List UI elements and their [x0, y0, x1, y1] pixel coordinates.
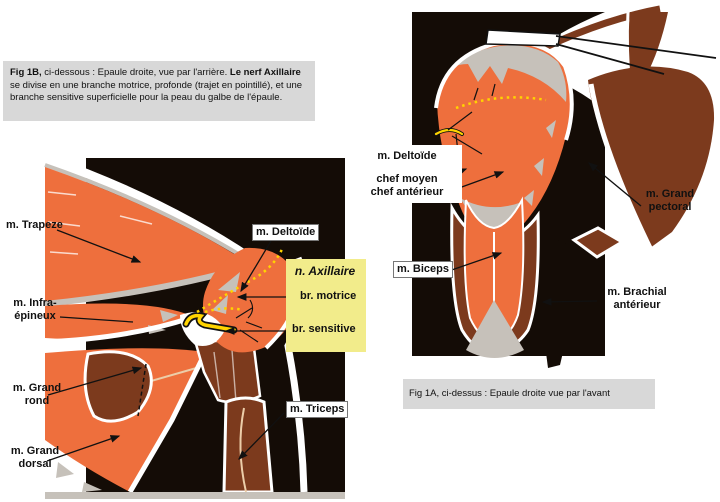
note-branch-motor: br. motrice	[300, 290, 357, 302]
label-deltoid-posterior: m. Deltoïde	[252, 224, 320, 241]
caption-1b-bold-lead: Fig 1B,	[10, 67, 42, 78]
label-trapezius: m. Trapeze	[6, 219, 63, 231]
label-brachialis: m. Brachial antérieur	[607, 286, 667, 311]
caption-1b-text-2: se divise en une branche motrice, profon…	[10, 79, 303, 104]
pectoralis-shape	[588, 66, 715, 248]
figure-1b-art	[43, 153, 345, 499]
label-infraspinatus: m. Infra- épineux	[13, 297, 57, 322]
label-deltoid-anterior: m. Deltoïde	[377, 150, 437, 162]
note-title-axillary-nerve: n. Axillaire	[294, 264, 356, 278]
label-triceps: m. Triceps	[286, 401, 349, 418]
fig1b-annotation-arrows	[46, 229, 286, 462]
deltoid-shape-a	[437, 42, 571, 243]
axillary-nerve-dotted-path-a	[455, 96, 547, 110]
trapezius-shape	[45, 167, 250, 302]
axillary-nerve-dotted-path	[196, 246, 285, 314]
axillary-nerve-trunk	[184, 313, 236, 332]
label-latissimus-dorsi: m. Grand dorsal	[10, 445, 60, 470]
label-group-deltoid-anterior: m. Deltoïde chef moyen chef antérieur	[352, 145, 462, 203]
label-biceps: m. Biceps	[393, 261, 453, 278]
figure-1a-caption: Fig 1A, ci-dessus : Epaule droite vue pa…	[403, 379, 655, 409]
caption-1b-text-1: ci-dessous : Epaule droite, vue par l'ar…	[41, 67, 230, 78]
label-chef-moyen: chef moyen	[376, 173, 438, 185]
label-teres-major: m. Grand rond	[12, 382, 62, 407]
figure-1b-caption: Fig 1B, ci-dessous : Epaule droite, vue …	[3, 61, 315, 121]
triceps-shape	[222, 396, 274, 494]
caption-1b-bold-nerve: Le nerf Axillaire	[229, 67, 301, 78]
note-branch-sensory: br. sensitive	[292, 323, 356, 335]
axillary-nerve-note: n. Axillaire br. motrice br. sensitive	[286, 259, 366, 352]
label-chef-anterieur: chef antérieur	[370, 186, 444, 198]
label-pectoralis-major: m. Grand pectoral	[645, 188, 695, 213]
